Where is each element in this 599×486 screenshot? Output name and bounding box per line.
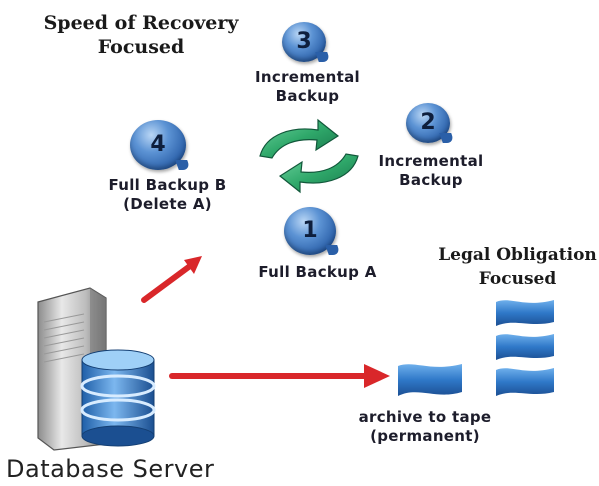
step-2-badge: 2 bbox=[406, 103, 450, 143]
step-3-badge: 3 bbox=[282, 22, 326, 62]
archive-label-line1: archive to tape bbox=[358, 408, 492, 426]
heading-legal-obligation: Legal Obligation Focused bbox=[436, 243, 599, 291]
step-1-badge: 1 bbox=[284, 207, 336, 255]
step-4-label-line1: Full Backup B bbox=[108, 176, 227, 194]
cycle-arrows-icon bbox=[259, 118, 359, 194]
step-3-label-line1: Incremental bbox=[255, 68, 360, 86]
step-3-label: Incremental Backup bbox=[240, 68, 375, 106]
archive-label: archive to tape (permanent) bbox=[340, 408, 510, 446]
step-1-label-line1: Full Backup A bbox=[258, 263, 377, 281]
tape-stack-icon bbox=[496, 300, 554, 396]
step-2-label-line2: Backup bbox=[399, 171, 463, 189]
database-server-icon bbox=[37, 287, 156, 451]
heading-recovery-line1: Speed of Recovery bbox=[43, 12, 239, 34]
step-2-label: Incremental Backup bbox=[366, 152, 496, 190]
step-1-label: Full Backup A bbox=[245, 263, 390, 282]
database-server-label: Database Server bbox=[6, 455, 215, 483]
archive-label-line2: (permanent) bbox=[370, 427, 480, 445]
heading-legal-line2: Focused bbox=[478, 269, 557, 289]
heading-legal-line1: Legal Obligation bbox=[438, 245, 597, 265]
heading-speed-of-recovery: Speed of Recovery Focused bbox=[36, 11, 246, 59]
step-4-badge: 4 bbox=[130, 120, 186, 170]
arrow-to-backups-icon bbox=[141, 256, 202, 303]
arrow-to-tape-icon bbox=[169, 364, 390, 388]
step-3-label-line2: Backup bbox=[275, 87, 340, 105]
step-4-label-line2: (Delete A) bbox=[123, 195, 212, 213]
tape-archive-icon bbox=[398, 364, 462, 396]
heading-recovery-line2: Focused bbox=[97, 36, 185, 58]
step-4-label: Full Backup B (Delete A) bbox=[95, 176, 240, 214]
step-2-label-line1: Incremental bbox=[378, 152, 484, 170]
